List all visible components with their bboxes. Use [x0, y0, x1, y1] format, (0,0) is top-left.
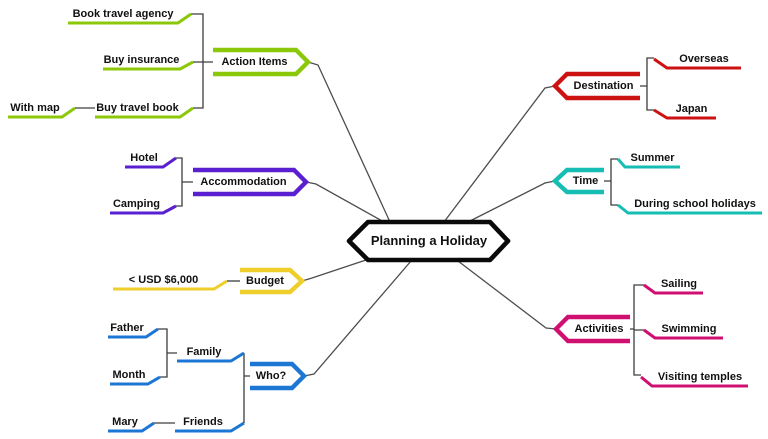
wires-destination	[640, 57, 654, 111]
underline-usd-6000	[113, 279, 228, 291]
node-usd-6000[interactable]: < USD $6,000	[128, 274, 199, 286]
link-center-time	[467, 180, 556, 223]
underline-father	[108, 327, 159, 339]
link-center-budget	[301, 259, 367, 282]
underline-month	[110, 375, 161, 386]
node-sailing[interactable]: Sailing	[660, 278, 698, 290]
underline-sailing	[643, 283, 703, 295]
node-time[interactable]: Time	[572, 175, 599, 187]
underline-family	[177, 351, 245, 363]
node-overseas[interactable]: Overseas	[679, 53, 729, 65]
node-with-map[interactable]: With map	[10, 102, 60, 114]
node-action-items[interactable]: Action Items	[221, 56, 288, 68]
node-camping[interactable]: Camping	[112, 198, 161, 210]
node-activities[interactable]: Activities	[574, 323, 624, 335]
node-buy-insurance[interactable]: Buy insurance	[103, 54, 180, 66]
node-swimming[interactable]: Swimming	[661, 323, 717, 335]
node-japan[interactable]: Japan	[675, 103, 708, 115]
underline-hotel	[125, 156, 177, 169]
link-center-activities	[457, 260, 557, 330]
ribbon-activities	[552, 314, 630, 344]
underline-visiting-temples	[640, 375, 748, 388]
underline-overseas	[653, 57, 741, 70]
link-center-destination	[443, 85, 556, 223]
node-book-travel-agency[interactable]: Book travel agency	[72, 8, 174, 20]
ribbon-action-items	[213, 47, 312, 77]
node-family[interactable]: Family	[186, 346, 222, 358]
underline-swimming	[643, 328, 723, 340]
ribbon-budget	[240, 267, 306, 295]
ribbon-accommodation	[193, 167, 310, 197]
node-friends[interactable]: Friends	[183, 416, 223, 428]
center-node-label[interactable]: Planning a Holiday	[370, 233, 488, 248]
node-mary[interactable]: Mary	[112, 416, 138, 428]
underline-buy-insurance	[103, 60, 194, 71]
ribbon-who	[250, 361, 308, 391]
wires-action-items	[75, 13, 213, 109]
underline-camping	[110, 204, 177, 215]
node-destination[interactable]: Destination	[573, 80, 634, 92]
wires-accommodation	[176, 157, 193, 207]
underline-during-school-holidays	[617, 203, 762, 215]
node-hotel[interactable]: Hotel	[130, 152, 158, 164]
ribbon-time	[551, 167, 604, 195]
wires-time	[604, 158, 618, 206]
node-buy-travel-book[interactable]: Buy travel book	[96, 102, 179, 114]
link-center-action-items	[307, 61, 391, 223]
wires-activities	[630, 284, 644, 376]
underline-with-map	[8, 106, 76, 119]
node-summer[interactable]: Summer	[630, 152, 675, 164]
underline-mary	[108, 421, 155, 433]
underline-japan	[653, 108, 716, 120]
node-budget[interactable]: Budget	[246, 275, 284, 287]
underline-friends	[175, 421, 245, 433]
ribbon-destination	[551, 71, 640, 101]
node-accommodation[interactable]: Accommodation	[200, 176, 287, 188]
wires-who	[154, 328, 250, 424]
center-node-shape	[346, 219, 511, 263]
underline-book-travel-agency	[68, 12, 192, 25]
node-who[interactable]: Who?	[255, 370, 287, 382]
link-center-accommodation	[305, 181, 385, 223]
node-father[interactable]: Father	[110, 322, 144, 334]
node-month[interactable]: Month	[112, 369, 146, 381]
node-visiting-temples[interactable]: Visiting temples	[657, 371, 743, 383]
underline-buy-travel-book	[95, 106, 194, 119]
underline-summer	[616, 158, 680, 169]
node-during-school-holidays[interactable]: During school holidays	[634, 198, 756, 210]
link-center-who	[303, 260, 412, 377]
